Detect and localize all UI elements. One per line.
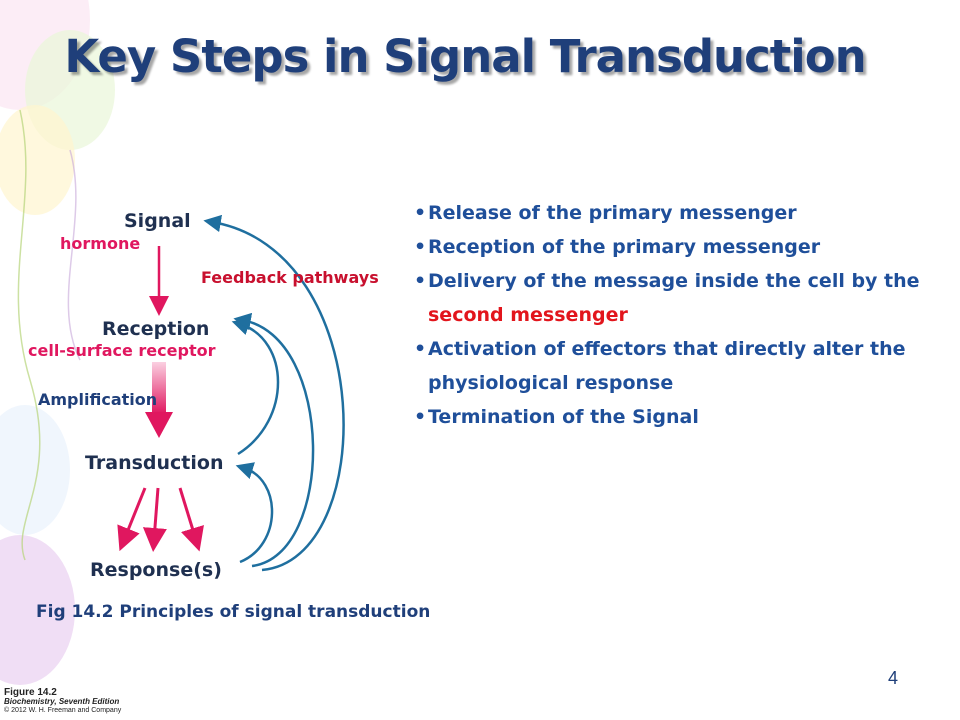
balloon-string <box>67 149 81 361</box>
step-item: Termination of the Signal <box>414 400 928 434</box>
step-text: Delivery of the message inside the cell … <box>428 270 920 292</box>
step-text: Release of the primary messenger <box>428 202 797 224</box>
steps-list: Release of the primary messenger Recepti… <box>414 196 928 434</box>
label-hormone: hormone <box>60 234 141 253</box>
slide-title: Key Steps in Signal Transduction <box>64 30 866 83</box>
credit-book: Biochemistry, Seventh Edition <box>4 697 120 706</box>
second-messenger-highlight: second messenger <box>428 304 628 326</box>
node-transduction: Transduction <box>85 452 224 474</box>
label-amplification: Amplification <box>38 390 158 409</box>
balloon-decoration <box>0 105 75 215</box>
step-item: Release of the primary messenger <box>414 196 928 230</box>
node-response: Response(s) <box>90 559 222 581</box>
figure-credit: Figure 14.2 Biochemistry, Seventh Editio… <box>4 688 121 715</box>
step-text: Activation of effectors that directly al… <box>428 338 906 394</box>
credit-copyright: © 2012 W. H. Freeman and Company <box>4 707 122 714</box>
slide-number: 4 <box>888 668 899 688</box>
label-cell-surface-receptor: cell-surface receptor <box>28 341 216 360</box>
step-item: Activation of effectors that directly al… <box>414 332 928 400</box>
step-text: Reception of the primary messenger <box>428 236 821 258</box>
step-item: Delivery of the message inside the cell … <box>414 264 928 332</box>
balloon-string <box>17 109 41 561</box>
balloon-decoration <box>0 405 70 535</box>
step-text: Termination of the Signal <box>428 406 699 428</box>
figure-caption: Fig 14.2 Principles of signal transducti… <box>36 602 431 622</box>
node-reception: Reception <box>102 318 210 340</box>
credit-figure: Figure 14.2 <box>4 687 57 698</box>
step-item: Reception of the primary messenger <box>414 230 928 264</box>
balloon-decoration <box>0 535 75 685</box>
node-signal: Signal <box>124 210 191 232</box>
label-feedback-pathways: Feedback pathways <box>201 268 379 287</box>
